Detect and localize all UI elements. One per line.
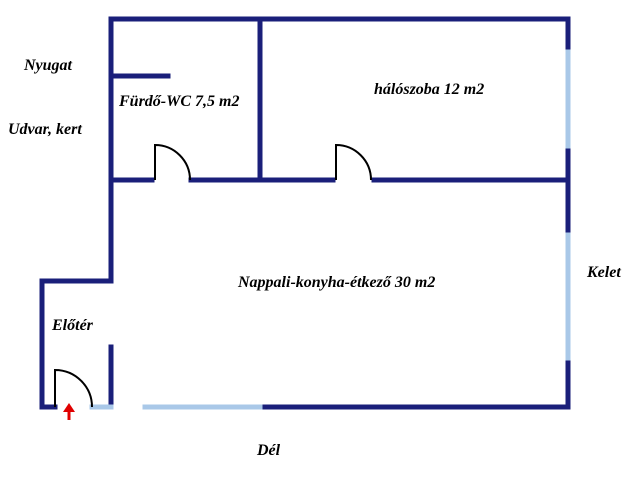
direction-south-label: Dél <box>256 442 281 459</box>
room-living-label: Nappali-konyha-étkező 30 m2 <box>237 274 435 291</box>
direction-west-label: Nyugat <box>23 57 73 74</box>
walls <box>39 16 571 410</box>
door-swing-bedroom-icon <box>335 143 372 181</box>
direction-east-label: Kelet <box>586 264 621 281</box>
door-swing-bathroom-icon <box>154 143 191 181</box>
room-bedroom-label: hálószoba 12 m2 <box>374 81 484 98</box>
door-swing-entrance-icon <box>54 368 93 408</box>
room-bathroom-label: Fürdő-WC 7,5 m2 <box>118 93 239 110</box>
room-hall-label: Előtér <box>51 317 94 334</box>
entrance-arrow-head <box>63 403 75 412</box>
windows <box>89 49 571 410</box>
yard-label: Udvar, kert <box>8 121 82 138</box>
doors <box>54 143 372 408</box>
entrance-arrow-icon <box>63 403 75 420</box>
